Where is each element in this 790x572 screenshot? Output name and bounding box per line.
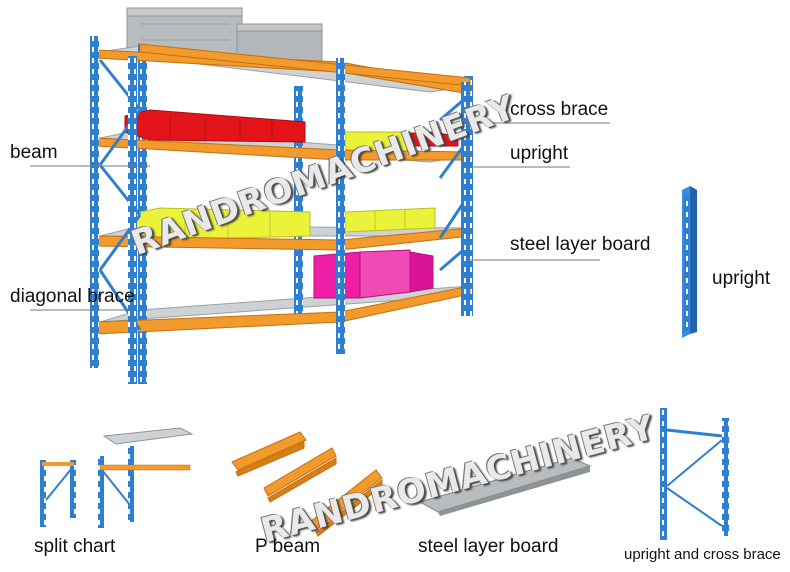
caption-split-chart: split chart — [34, 536, 116, 557]
label-diagonal-brace: diagonal brace — [10, 286, 135, 307]
front-uprights — [90, 36, 470, 384]
label-beam: beam — [10, 142, 58, 163]
grey-crates — [126, 7, 323, 67]
caption-upright-and-cross-brace: upright and cross brace — [624, 546, 781, 563]
callout-leaders — [30, 122, 610, 311]
label-upright: upright — [510, 143, 569, 164]
front-beams — [95, 43, 471, 335]
caption-steel-layer-board: steel layer board — [418, 536, 559, 557]
caption-p-beam: P beam — [255, 536, 321, 557]
label-cross-brace: cross brace — [510, 99, 609, 120]
upright-cross-brace-illustration — [660, 408, 729, 540]
label-steel-layer-board: steel layer board — [510, 234, 651, 255]
main-rack — [90, 7, 473, 384]
magenta-boxes — [313, 249, 434, 299]
split-chart-illustration — [40, 427, 194, 528]
p-beam-illustration — [231, 431, 383, 537]
side-upright-part — [682, 186, 697, 338]
steel-layer-board-illustration — [418, 457, 592, 516]
red-bins — [124, 109, 459, 147]
label-side-upright: upright — [712, 268, 771, 289]
